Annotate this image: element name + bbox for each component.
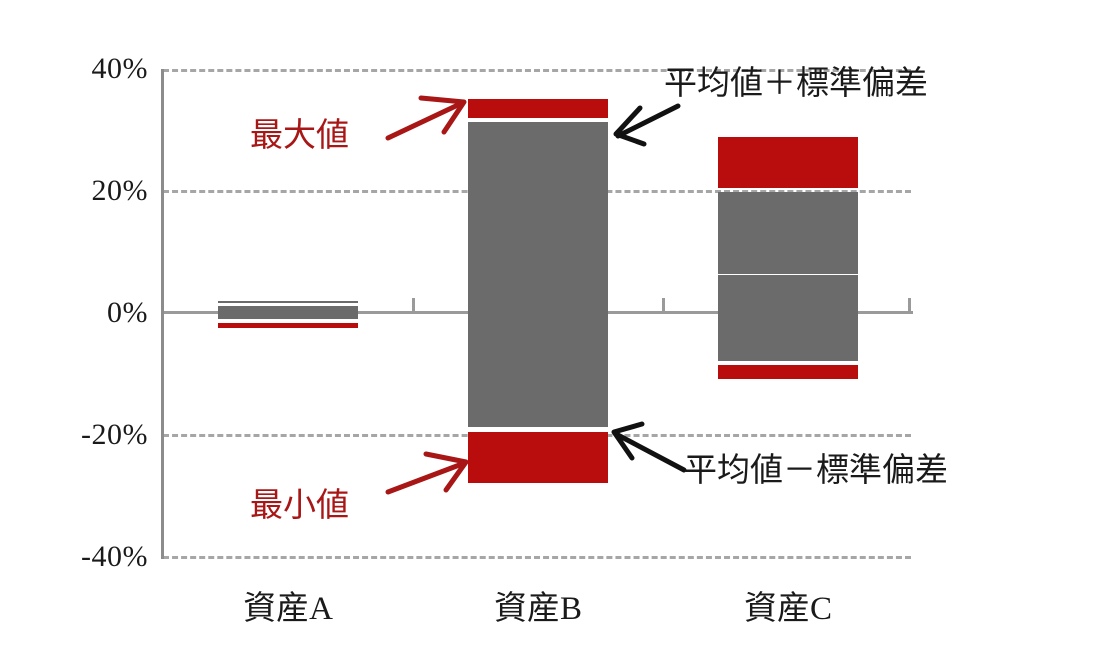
- annotation-mean-plus-sd-arrow: [613, 103, 681, 147]
- bar-c-segment-lower-range: [718, 275, 858, 361]
- bar-c-segment-max: [718, 137, 858, 188]
- bar-b-segment-min: [468, 432, 608, 483]
- x-axis-label-asset-a: 資産A: [243, 591, 333, 627]
- annotation-mean-minus-sd-arrow: [611, 421, 687, 473]
- y-axis-tick-labels: 40% 20% 0% -20% -40%: [30, 0, 148, 662]
- y-tick-label-0: 0%: [107, 296, 148, 329]
- x-axis-label-asset-b: 資産B: [493, 591, 582, 627]
- annotation-max-label: 最大値: [250, 118, 349, 154]
- bar-c-segment-min: [718, 365, 858, 379]
- y-tick-label-neg40: -40%: [81, 540, 148, 573]
- category-tick-2: [662, 298, 665, 313]
- gridline-neg40: [163, 556, 911, 559]
- bar-b-segment-upper-range: [468, 122, 608, 272]
- y-tick-label-neg20: -20%: [81, 418, 148, 451]
- annotation-mean-plus-sd-label: 平均値＋標準偏差: [664, 66, 928, 102]
- y-axis-spine: [161, 69, 164, 559]
- annotation-min-arrow: [385, 451, 469, 495]
- bar-a-segment-lower-range: [218, 306, 358, 319]
- x-axis-label-asset-c: 資産C: [743, 591, 832, 627]
- category-tick-1: [412, 298, 415, 313]
- annotation-mean-minus-sd-label: 平均値－標準偏差: [684, 453, 948, 489]
- annotation-min-label: 最小値: [250, 488, 349, 524]
- gridline-40: [163, 69, 911, 72]
- bar-b-segment-lower-range: [468, 272, 608, 427]
- y-tick-label-40: 40%: [91, 52, 148, 85]
- bar-c-segment-upper-range: [718, 192, 858, 274]
- annotation-max-arrow: [385, 95, 467, 141]
- category-tick-3: [908, 298, 911, 313]
- y-tick-label-20: 20%: [91, 174, 148, 207]
- bar-a-segment-upper-range: [218, 301, 358, 303]
- bar-b-segment-max: [468, 99, 608, 118]
- bar-a-segment-min: [218, 323, 358, 328]
